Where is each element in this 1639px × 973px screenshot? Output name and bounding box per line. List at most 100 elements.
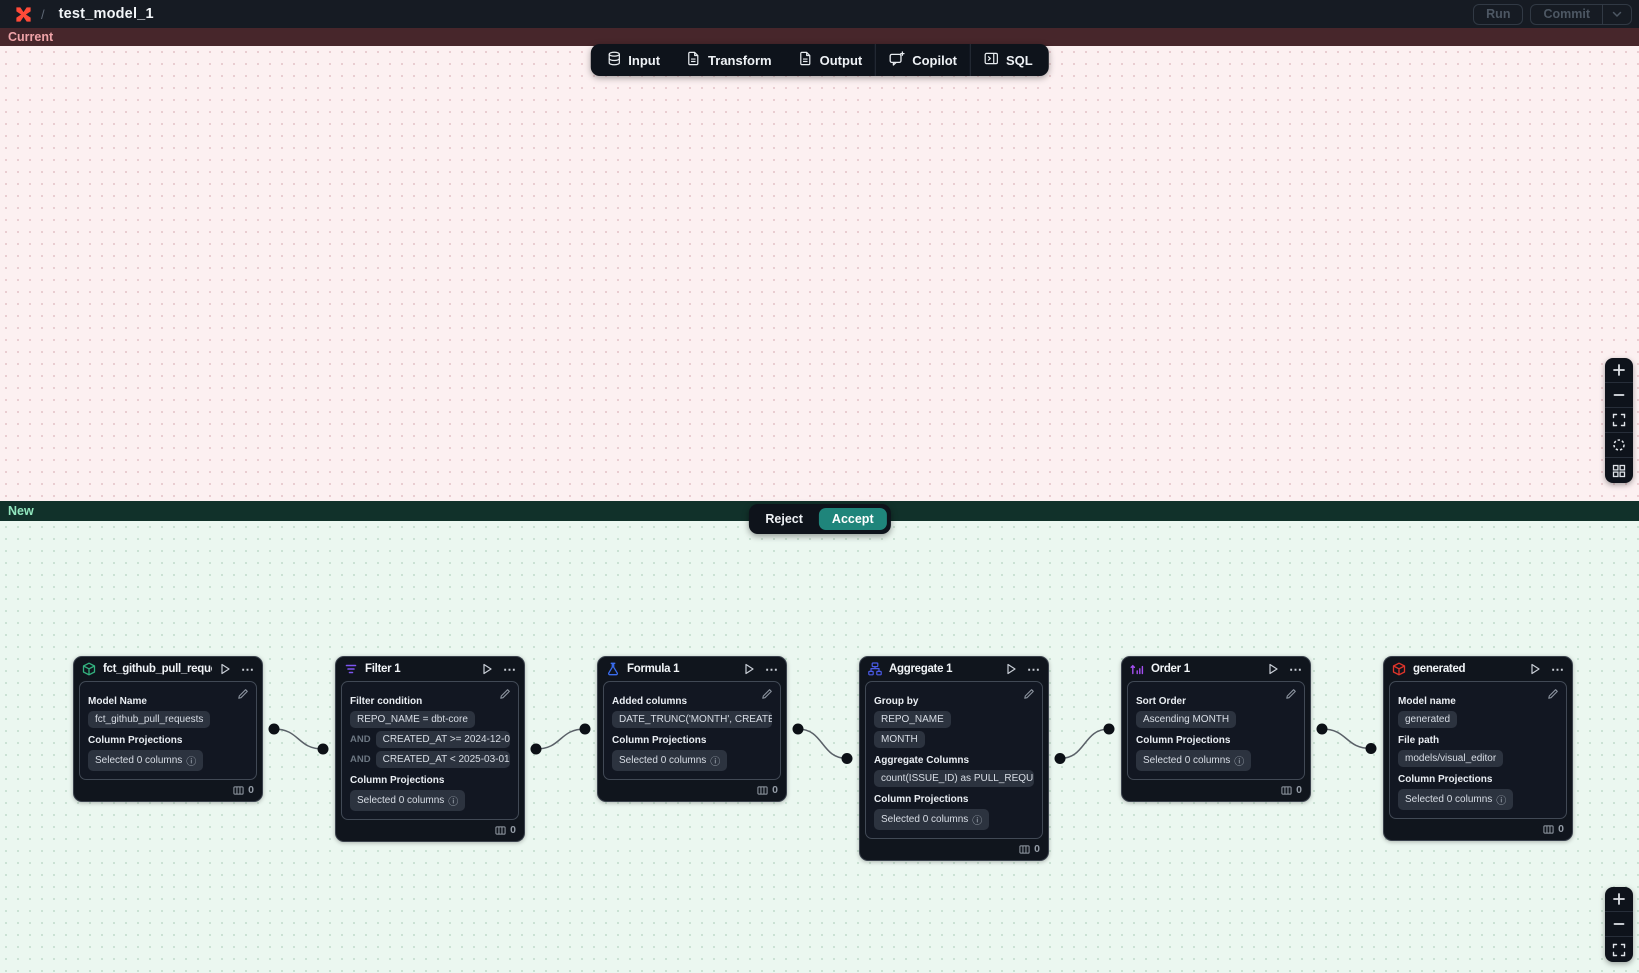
- zoom-out-button[interactable]: [1605, 912, 1633, 937]
- node-header[interactable]: Order 1⋯: [1122, 657, 1310, 680]
- node-menu-button[interactable]: ⋯: [241, 661, 254, 677]
- current-banner-label: Current: [8, 30, 54, 44]
- node-menu-button[interactable]: ⋯: [1027, 661, 1040, 677]
- value-pill[interactable]: REPO_NAME: [874, 711, 951, 728]
- row-count: 0: [510, 824, 516, 836]
- zoom-in-button[interactable]: [1605, 358, 1633, 383]
- reject-button[interactable]: Reject: [752, 508, 816, 530]
- edit-icon[interactable]: [1023, 688, 1035, 700]
- section-label: Column Projections: [874, 794, 969, 805]
- value-pill[interactable]: MONTH: [874, 731, 925, 748]
- input-button[interactable]: Input: [593, 44, 673, 76]
- node-play-button[interactable]: [481, 663, 493, 675]
- copilot-label: Copilot: [912, 52, 957, 68]
- topbar: / test_model_1 Run Commit: [0, 0, 1639, 28]
- node-header[interactable]: Aggregate 1⋯: [860, 657, 1048, 680]
- node-play-button[interactable]: [1529, 663, 1541, 675]
- accept-button[interactable]: Accept: [818, 508, 887, 530]
- row-count: 0: [1034, 843, 1040, 855]
- node-play-button[interactable]: [743, 663, 755, 675]
- edit-icon[interactable]: [499, 688, 511, 700]
- section-row: DATE_TRUNC('MONTH', CREATED_AT…: [612, 711, 772, 728]
- input-label: Input: [628, 52, 661, 68]
- node-play-button[interactable]: [1005, 663, 1017, 675]
- value-pill[interactable]: models/visual_editor: [1398, 750, 1504, 767]
- node-title: generated: [1413, 663, 1466, 675]
- value-pill[interactable]: Ascending MONTH: [1136, 711, 1237, 728]
- copilot-icon: [889, 50, 906, 70]
- node-header[interactable]: fct_github_pull_requests⋯: [74, 657, 262, 680]
- commit-dropdown-button[interactable]: [1602, 4, 1631, 24]
- value-pill[interactable]: REPO_NAME = dbt-core: [350, 711, 475, 728]
- node-play-button[interactable]: [1267, 663, 1279, 675]
- node-menu-button[interactable]: ⋯: [765, 661, 778, 677]
- output-button[interactable]: Output: [785, 44, 876, 76]
- toggle-interactivity-button[interactable]: [1605, 433, 1633, 458]
- value-pill[interactable]: CREATED_AT >= 2024-12-01: [375, 731, 510, 748]
- run-button[interactable]: Run: [1473, 3, 1524, 25]
- value-pill[interactable]: count(ISSUE_ID) as PULL_REQUEST_…: [874, 770, 1034, 787]
- node-fct-github-pull-requests[interactable]: fct_github_pull_requests⋯Model Namefct_g…: [73, 656, 263, 802]
- edit-icon[interactable]: [237, 688, 249, 700]
- section-label: File path: [1398, 735, 1440, 746]
- section-label: Group by: [874, 696, 919, 707]
- tile-grid-button[interactable]: [1605, 458, 1633, 483]
- node-footer: 0: [1384, 819, 1572, 840]
- node-header[interactable]: Filter 1⋯: [336, 657, 524, 680]
- toolbar-divider: [969, 44, 971, 76]
- current-banner: Current: [0, 28, 1639, 46]
- value-pill[interactable]: CREATED_AT < 2025-03-01: [375, 751, 510, 768]
- section-label: Column Projections: [88, 735, 183, 746]
- commit-button[interactable]: Commit: [1531, 5, 1602, 24]
- fit-view-button[interactable]: [1605, 937, 1633, 962]
- dbt-logo-icon[interactable]: [14, 5, 33, 24]
- value-pill[interactable]: fct_github_pull_requests: [88, 711, 211, 728]
- edit-icon[interactable]: [761, 688, 773, 700]
- zoom-out-icon: [1612, 917, 1626, 931]
- value-pill[interactable]: generated: [1398, 711, 1458, 728]
- section-row: generated: [1398, 711, 1558, 728]
- section-label: Column Projections: [1136, 735, 1231, 746]
- transform-button[interactable]: Transform: [673, 44, 785, 76]
- zoom-out-icon: [1612, 388, 1626, 402]
- zoom-out-button[interactable]: [1605, 383, 1633, 408]
- value-pill[interactable]: DATE_TRUNC('MONTH', CREATED_AT…: [612, 711, 772, 728]
- node-header[interactable]: generated ⋯: [1384, 657, 1572, 680]
- sql-button[interactable]: SQL: [971, 44, 1046, 76]
- node-menu-button[interactable]: ⋯: [503, 661, 516, 677]
- zoom-in-button[interactable]: [1605, 887, 1633, 912]
- current-canvas[interactable]: Input Transform Output: [0, 44, 1639, 501]
- edit-icon[interactable]: [1547, 688, 1559, 700]
- new-canvas[interactable]: fct_github_pull_requests⋯Model Namefct_g…: [0, 504, 1639, 973]
- node-toolbar: Input Transform Output: [590, 44, 1049, 76]
- copilot-button[interactable]: Copilot: [876, 44, 970, 76]
- new-zoom-controls: [1605, 887, 1633, 962]
- file-icon: [686, 51, 701, 69]
- fit-view-button[interactable]: [1605, 408, 1633, 433]
- flask-node-icon: [606, 662, 620, 676]
- edit-icon[interactable]: [1285, 688, 1297, 700]
- node-menu-button[interactable]: ⋯: [1551, 661, 1564, 677]
- node-menu-button[interactable]: ⋯: [1289, 661, 1302, 677]
- node-play-button[interactable]: [219, 663, 231, 675]
- node-header[interactable]: Formula 1⋯: [598, 657, 786, 680]
